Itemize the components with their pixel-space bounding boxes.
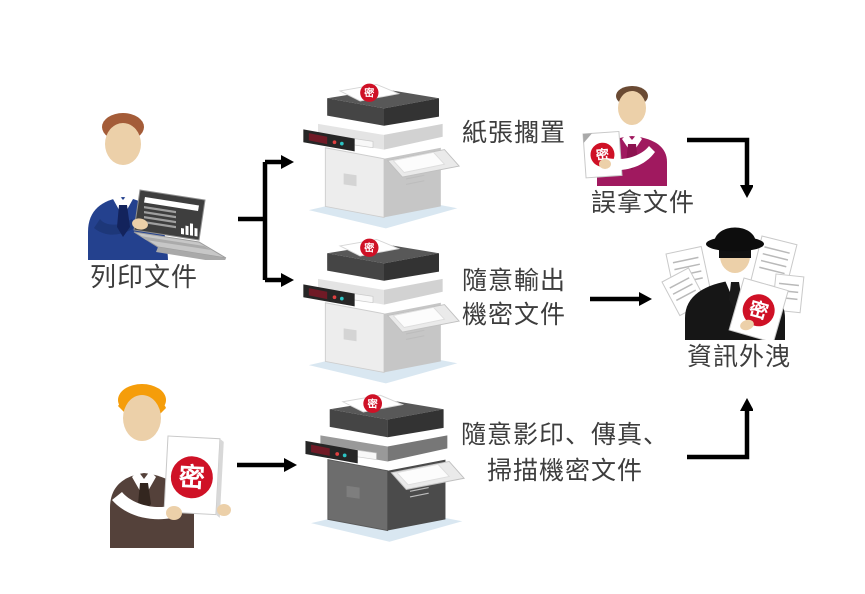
svg-text:密: 密 xyxy=(594,147,609,163)
spy-icon: 密 xyxy=(661,227,805,340)
employee-copying-icon: 密 xyxy=(110,384,231,548)
laptop-icon xyxy=(133,189,227,260)
person2-sleeve xyxy=(607,146,655,171)
confidential-stamp: 密 xyxy=(363,394,382,413)
confidential-stamp: 密 xyxy=(170,456,213,499)
person3-face xyxy=(123,395,161,441)
confidential-stamp: 密 xyxy=(360,83,379,102)
careless-output-arrow xyxy=(590,292,652,306)
confidential-stamp: 密 xyxy=(742,294,775,327)
person1-tie xyxy=(117,205,130,237)
confidential-stamp: 密 xyxy=(360,238,379,257)
employee-wrong-pickup-icon: 密 xyxy=(582,86,667,186)
person1-face xyxy=(105,123,141,165)
printer-copy-fax-scan-icon: 密 xyxy=(305,394,466,542)
person3-document: 密 xyxy=(163,435,224,518)
laptop-chart-icon xyxy=(181,223,198,237)
label-paper-left-behind: 紙張擱置 xyxy=(462,119,567,147)
label-print-documents: 列印文件 xyxy=(90,262,199,292)
svg-text:密: 密 xyxy=(367,397,379,410)
label-careless-output-line1: 隨意輸出 xyxy=(462,267,567,295)
print-to-copier-arrow xyxy=(237,458,297,472)
wrong-pickup-arrow xyxy=(687,137,753,198)
label-careless-output-line2: 機密文件 xyxy=(462,301,567,329)
label-careless-copy-line2: 掃描機密文件 xyxy=(486,457,643,485)
svg-text:密: 密 xyxy=(178,462,206,493)
label-careless-output: 隨意輸出 機密文件 xyxy=(462,264,566,332)
printer-paper-left-icon: 密 xyxy=(303,83,461,229)
label-wrong-document-taken: 誤拿文件 xyxy=(591,189,696,217)
person1-hand xyxy=(132,218,148,230)
spy-hand xyxy=(740,319,754,331)
svg-text:密: 密 xyxy=(364,86,374,99)
copy-scan-arrow xyxy=(687,398,753,460)
spy-hat xyxy=(706,227,764,252)
label-information-leak: 資訊外洩 xyxy=(687,343,792,371)
person2-document: 密 xyxy=(582,130,623,179)
person3-sleeve xyxy=(112,492,172,520)
label-careless-copy: 隨意影印、傳真、 掃描機密文件 xyxy=(440,417,690,489)
person3-hand-right xyxy=(217,504,231,516)
printer-careless-output-icon: 密 xyxy=(303,238,461,384)
employee-printing-icon xyxy=(88,113,227,260)
person2-face xyxy=(618,91,646,125)
person2-hand xyxy=(599,159,611,169)
svg-text:密: 密 xyxy=(364,241,374,254)
label-careless-copy-line1: 隨意影印、傳真、 xyxy=(460,421,669,449)
person3-hand-left xyxy=(166,506,182,520)
branch-arrow xyxy=(238,155,294,287)
